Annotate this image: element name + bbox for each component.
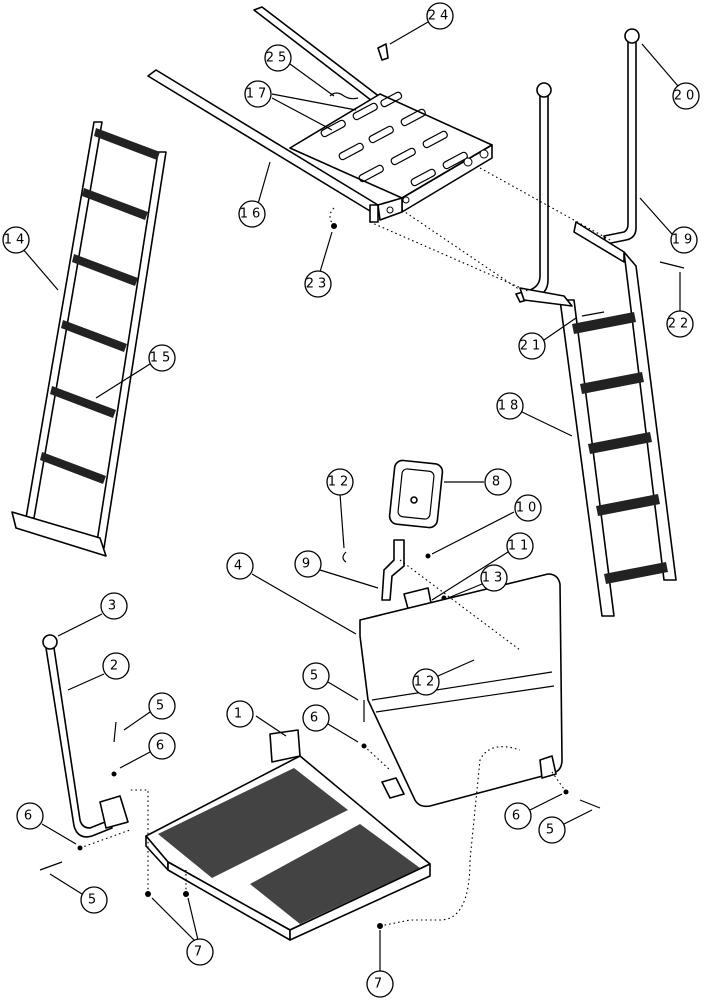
callout-5-right: 5 — [538, 809, 593, 844]
callout-20: 20 — [641, 43, 700, 110]
callout-23: 23 — [304, 231, 333, 298]
svg-text:12: 12 — [414, 675, 439, 690]
lower-step-platform — [145, 729, 431, 941]
callout-17: 17 — [244, 80, 357, 131]
callout-24: 24 — [389, 2, 454, 45]
callout-25: 25 — [264, 44, 335, 97]
svg-text:17: 17 — [246, 87, 271, 102]
svg-text:15: 15 — [150, 351, 175, 366]
callout-3: 3 — [57, 592, 128, 637]
svg-text:5: 5 — [156, 699, 168, 714]
svg-text:13: 13 — [482, 571, 507, 586]
svg-text:12: 12 — [328, 475, 353, 490]
callout-18: 18 — [496, 392, 573, 437]
svg-text:5: 5 — [546, 823, 558, 838]
callout-19: 19 — [639, 197, 698, 254]
svg-text:5: 5 — [310, 669, 322, 684]
svg-text:25: 25 — [266, 51, 291, 66]
callout-22: 22 — [666, 272, 694, 338]
callout-1: 1 — [226, 700, 287, 737]
callout-7-right: 7 — [366, 930, 394, 998]
svg-text:23: 23 — [306, 277, 331, 292]
callout-5-lower-left: 5 — [49, 873, 108, 914]
svg-text:6: 6 — [512, 809, 524, 824]
callout-15: 15 — [95, 344, 176, 399]
callout-12-upper: 12 — [326, 468, 354, 549]
callout-7-left: 7 — [151, 897, 214, 966]
callout-6-middle: 6 — [302, 704, 359, 743]
right-ladder — [519, 221, 677, 617]
callout-9: 9 — [294, 550, 379, 589]
upper-handrails — [515, 28, 685, 317]
svg-text:21: 21 — [520, 339, 545, 354]
svg-text:6: 6 — [310, 711, 322, 726]
assembly-dotted-lines — [79, 167, 611, 927]
callout-6-right: 6 — [504, 793, 563, 830]
callout-14: 14 — [2, 226, 59, 291]
callout-10: 10 — [431, 494, 542, 555]
svg-text:22: 22 — [668, 317, 693, 332]
svg-text:1: 1 — [234, 707, 246, 722]
svg-text:11: 11 — [508, 539, 533, 554]
svg-text:2: 2 — [110, 659, 122, 674]
callout-16: 16 — [238, 161, 271, 228]
svg-text:24: 24 — [428, 9, 453, 24]
lower-handrail — [359, 573, 563, 808]
svg-text:14: 14 — [4, 233, 29, 248]
mirror-assembly — [342, 459, 482, 663]
callout-2: 2 — [67, 652, 130, 691]
svg-text:9: 9 — [302, 557, 314, 572]
callout-21: 21 — [518, 317, 577, 360]
svg-text:16: 16 — [240, 207, 265, 222]
svg-text:20: 20 — [674, 89, 699, 104]
callout-5-middle: 5 — [302, 662, 359, 701]
callout-11: 11 — [431, 532, 534, 601]
callout-12-lower: 12 — [412, 659, 475, 696]
svg-text:5: 5 — [88, 893, 100, 908]
svg-text:8: 8 — [492, 475, 504, 490]
callout-4: 4 — [226, 552, 357, 635]
callout-6-upper-left: 6 — [119, 732, 176, 769]
svg-text:3: 3 — [108, 599, 120, 614]
callout-5-upper-left: 5 — [123, 692, 176, 731]
left-ladder — [11, 121, 167, 557]
svg-text:18: 18 — [498, 399, 523, 414]
callout-13: 13 — [447, 564, 508, 599]
svg-text:6: 6 — [24, 809, 36, 824]
callout-8: 8 — [444, 468, 512, 496]
svg-text:19: 19 — [672, 233, 697, 248]
svg-text:7: 7 — [194, 945, 206, 960]
upper-platform-frame — [147, 6, 493, 223]
svg-text:10: 10 — [516, 501, 541, 516]
svg-text:6: 6 — [156, 739, 168, 754]
svg-text:4: 4 — [234, 559, 246, 574]
callout-6-lower-left: 6 — [16, 802, 77, 845]
svg-text:7: 7 — [374, 977, 386, 992]
lower-left-post — [39, 634, 129, 871]
